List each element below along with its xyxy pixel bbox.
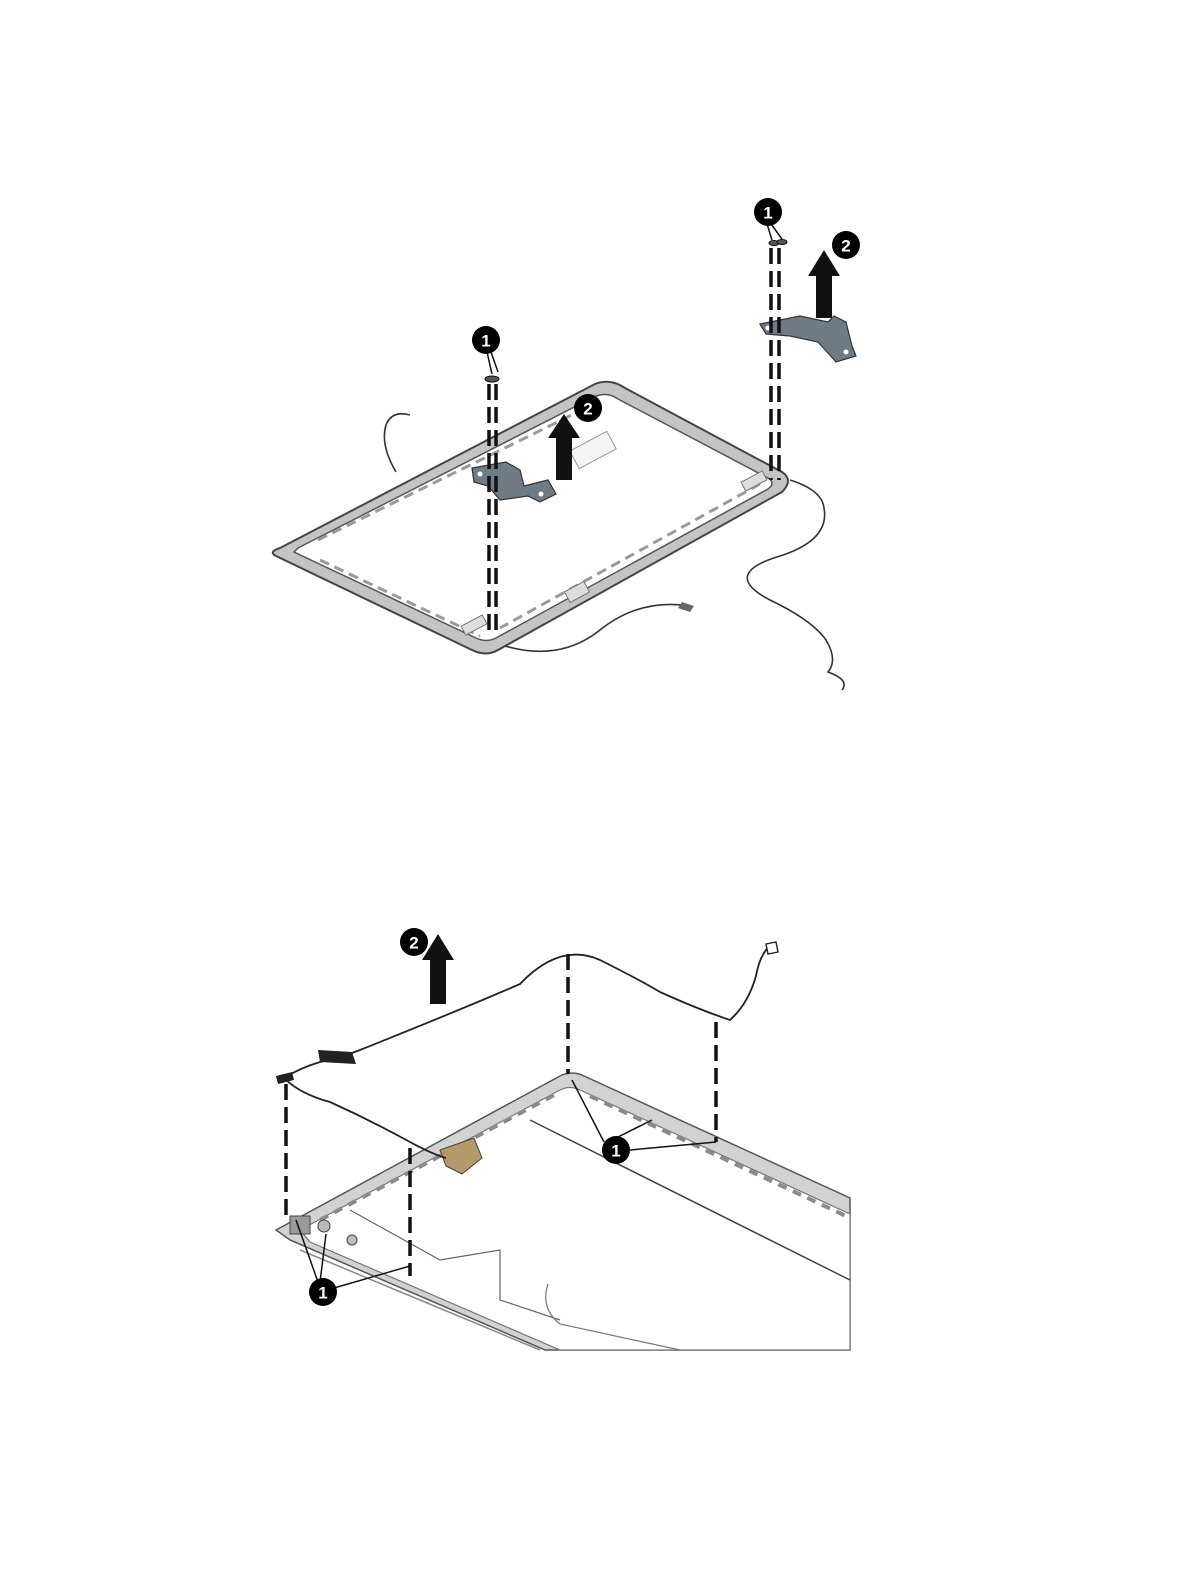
cable-connector xyxy=(318,1050,356,1064)
cable-removal-drawing: 2 1 1 xyxy=(0,880,1190,1380)
cable-connector xyxy=(276,1072,294,1084)
display-bezel-closeup xyxy=(276,1073,850,1350)
svg-text:2: 2 xyxy=(583,400,592,419)
callout-2: 2 xyxy=(574,394,602,422)
svg-text:1: 1 xyxy=(318,1284,327,1303)
hinge-removal-illustration: 1 2 1 2 xyxy=(0,0,1190,720)
screw-icon xyxy=(485,376,499,382)
display-bezel xyxy=(273,382,788,654)
svg-text:2: 2 xyxy=(841,237,850,256)
callout-1: 1 xyxy=(754,198,782,226)
callout-1: 1 xyxy=(472,326,500,354)
right-hinge xyxy=(760,316,856,362)
antenna-tip xyxy=(766,942,778,954)
callout-2: 2 xyxy=(400,928,428,956)
callout-2: 2 xyxy=(832,231,860,259)
svg-text:2: 2 xyxy=(409,934,418,953)
svg-text:1: 1 xyxy=(763,204,772,223)
hinge-removal-drawing: 1 2 1 2 xyxy=(0,0,1190,720)
cable-connector xyxy=(678,602,694,612)
svg-text:1: 1 xyxy=(481,332,490,351)
cable-removal-illustration: 2 1 1 xyxy=(0,880,1190,1380)
callout-1: 1 xyxy=(309,1278,337,1306)
callout-leaders xyxy=(487,224,782,374)
callout-1: 1 xyxy=(602,1136,630,1164)
arrow-up-icon xyxy=(808,250,840,318)
svg-text:1: 1 xyxy=(611,1142,620,1161)
screw-icon xyxy=(769,240,787,246)
